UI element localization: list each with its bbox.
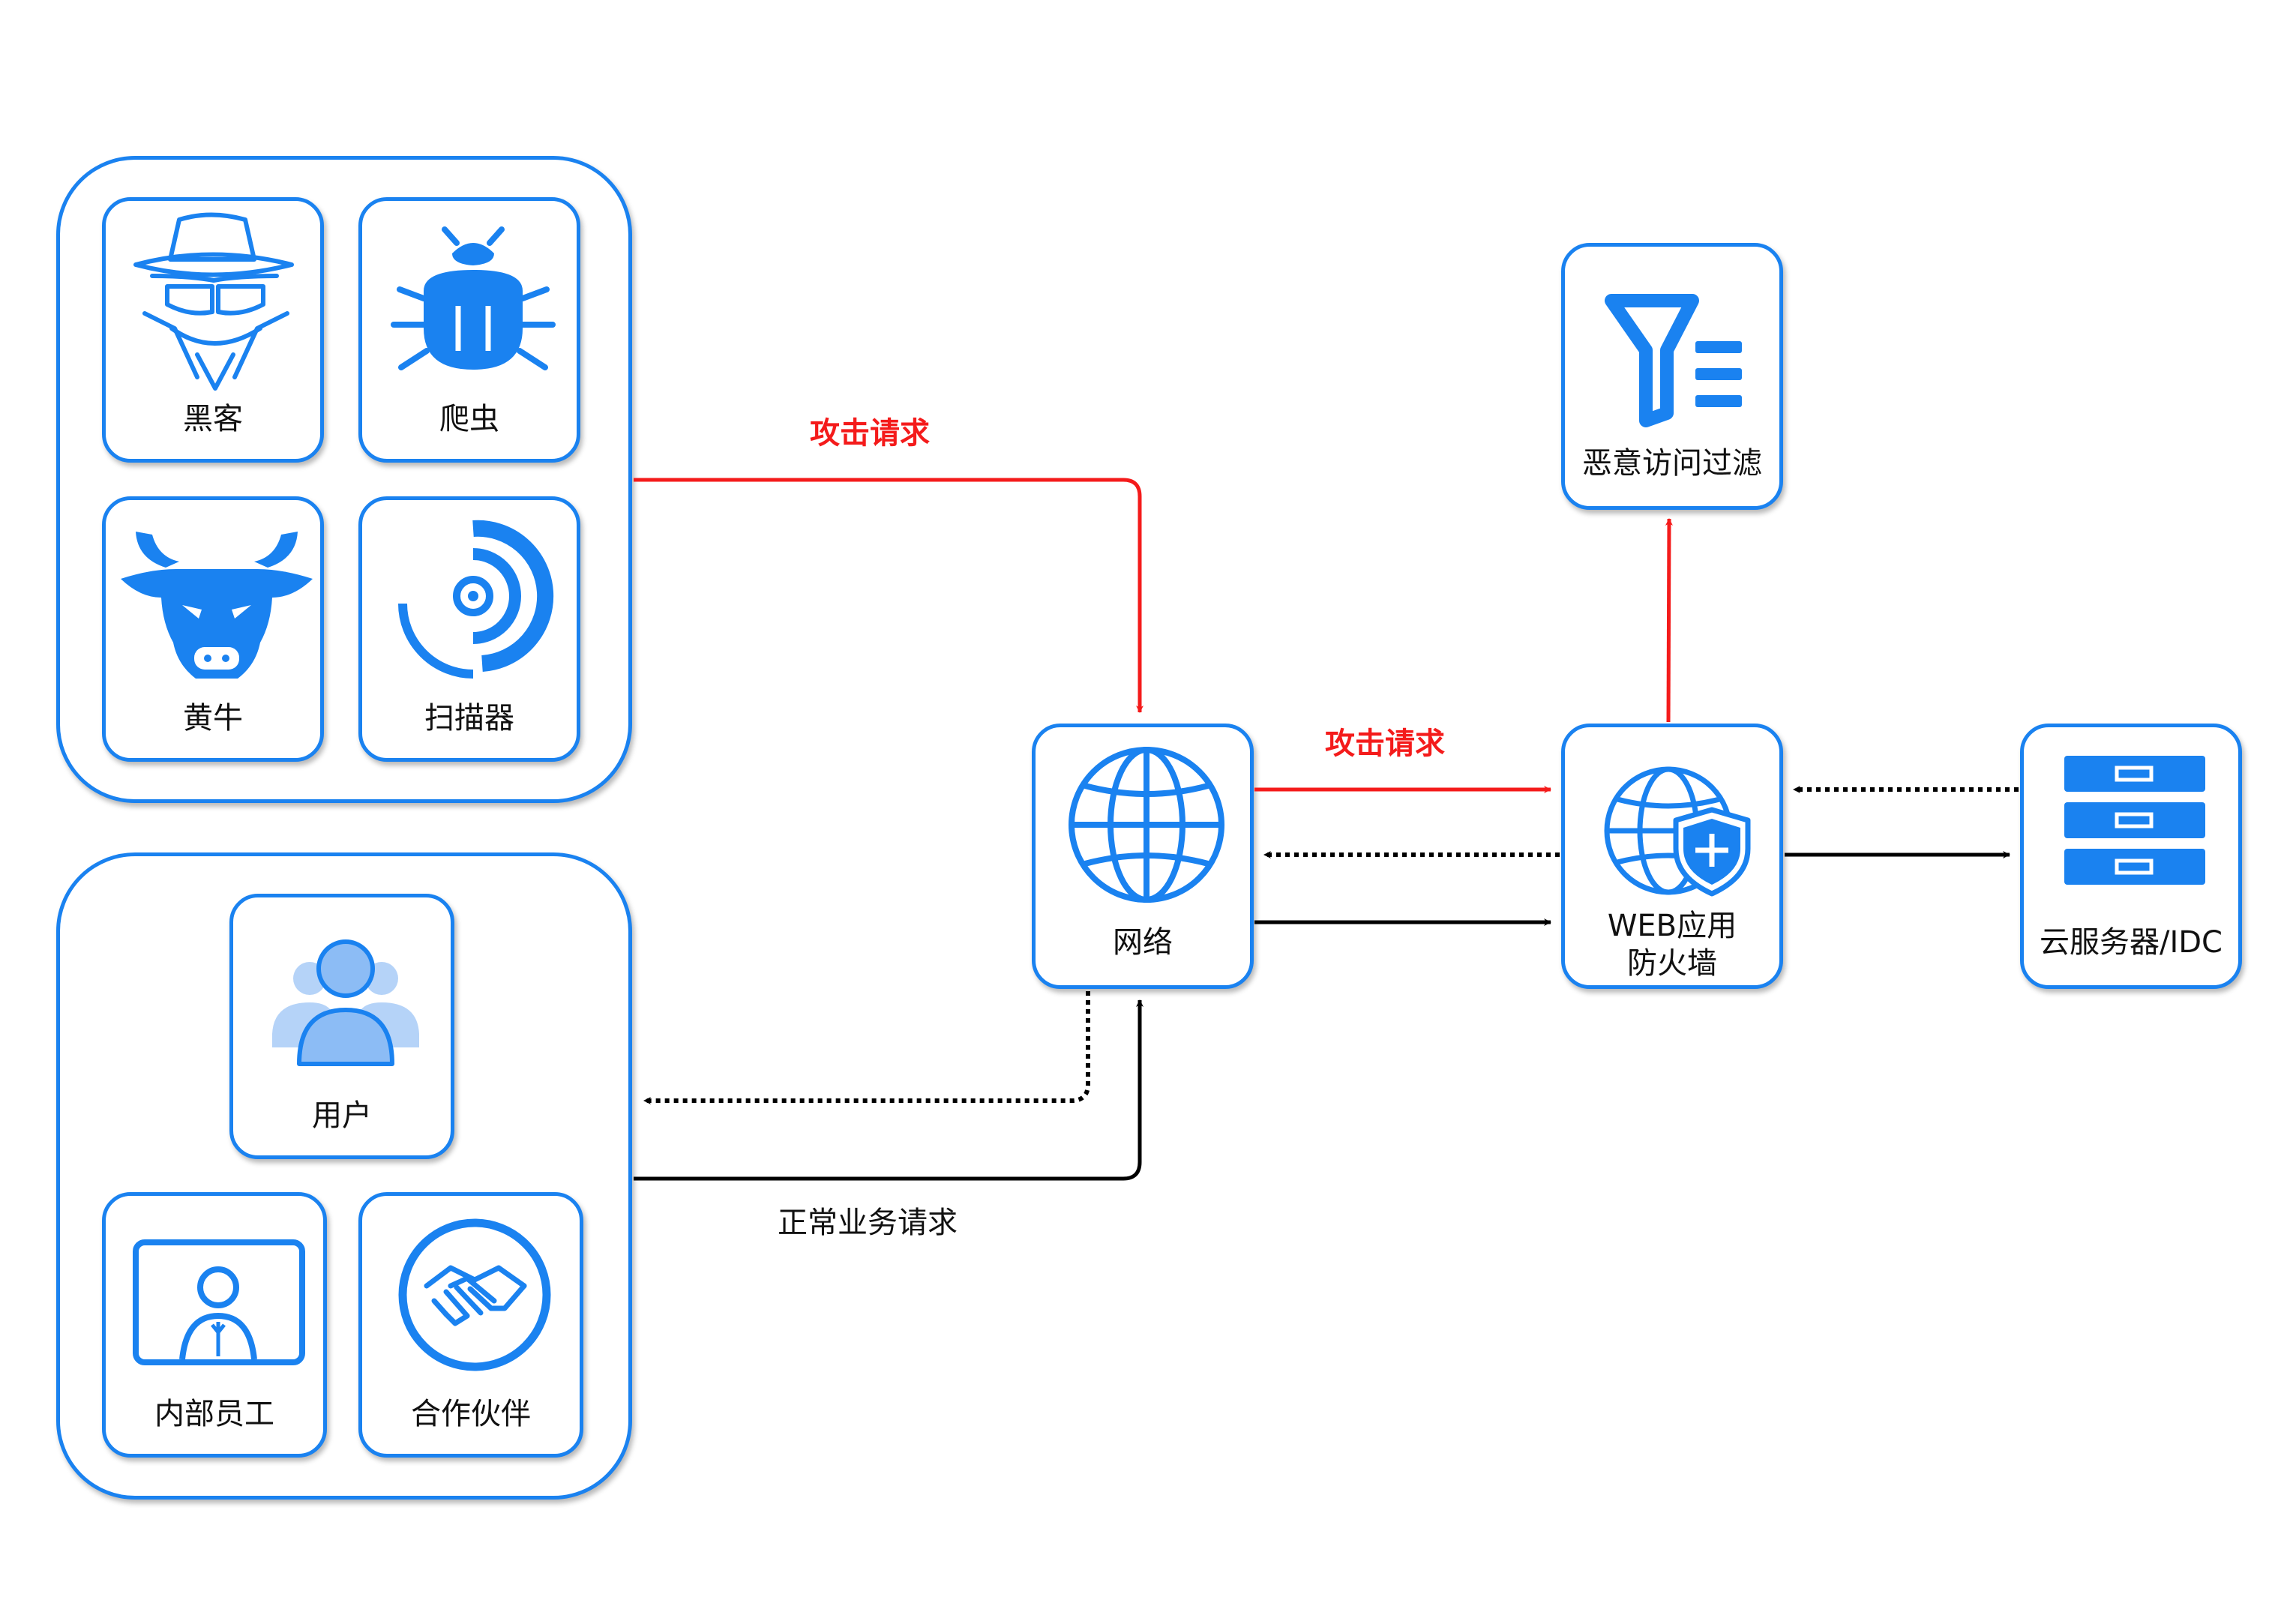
normal-request-label: 正常业务请求 bbox=[778, 1206, 958, 1240]
node-network: 网络 bbox=[1032, 724, 1254, 989]
globe-icon bbox=[1069, 747, 1224, 903]
waf-to-filter-arrow bbox=[1665, 518, 1673, 723]
employee-icon bbox=[133, 1239, 305, 1365]
node-label: 用户 bbox=[312, 1098, 372, 1133]
node-label: 恶意访问过滤 bbox=[1582, 446, 1762, 481]
node-crawler: 爬虫 bbox=[358, 197, 580, 463]
waf-label-line2: 防火墙 bbox=[1627, 946, 1717, 981]
node-scalper: 黄牛 bbox=[102, 496, 324, 762]
node-filter: 恶意访问过滤 bbox=[1561, 243, 1783, 510]
node-label: 黄牛 bbox=[183, 701, 243, 736]
node-label: 爬虫 bbox=[439, 402, 499, 436]
server-rack-icon bbox=[2064, 756, 2205, 885]
users-icon bbox=[272, 939, 419, 1066]
normal-request-arrow bbox=[634, 999, 1144, 1181]
attack-label-top: 攻击请求 bbox=[810, 416, 930, 451]
node-label: 内部员工 bbox=[154, 1397, 274, 1431]
node-waf: WEB应用 防火墙 bbox=[1561, 724, 1783, 989]
bull-icon bbox=[121, 532, 313, 679]
node-server: 云服务器/IDC bbox=[2020, 724, 2242, 989]
globe-shield-icon bbox=[1604, 766, 1751, 897]
waf-label-line1: WEB应用 bbox=[1607, 909, 1737, 943]
filter-icon bbox=[1605, 294, 1742, 427]
node-staff: 内部员工 bbox=[102, 1192, 327, 1458]
node-scanner: 扫描器 bbox=[358, 496, 580, 762]
node-label: 黑客 bbox=[183, 402, 243, 436]
node-user: 用户 bbox=[229, 894, 454, 1159]
network-response-arrow bbox=[643, 991, 1090, 1104]
node-partner: 合作伙伴 bbox=[358, 1192, 583, 1458]
bug-icon bbox=[391, 226, 556, 370]
handshake-icon bbox=[398, 1218, 551, 1371]
attack-label-mid: 攻击请求 bbox=[1325, 727, 1445, 761]
node-label: 云服务器/IDC bbox=[2039, 925, 2223, 960]
node-label: 扫描器 bbox=[424, 701, 514, 736]
radar-icon bbox=[398, 520, 554, 679]
node-label: 合作伙伴 bbox=[411, 1397, 531, 1431]
hacker-icon bbox=[133, 212, 294, 391]
attack-flow-arrow bbox=[634, 478, 1144, 713]
node-hacker: 黑客 bbox=[102, 197, 324, 463]
node-label: 网络 bbox=[1113, 925, 1173, 960]
